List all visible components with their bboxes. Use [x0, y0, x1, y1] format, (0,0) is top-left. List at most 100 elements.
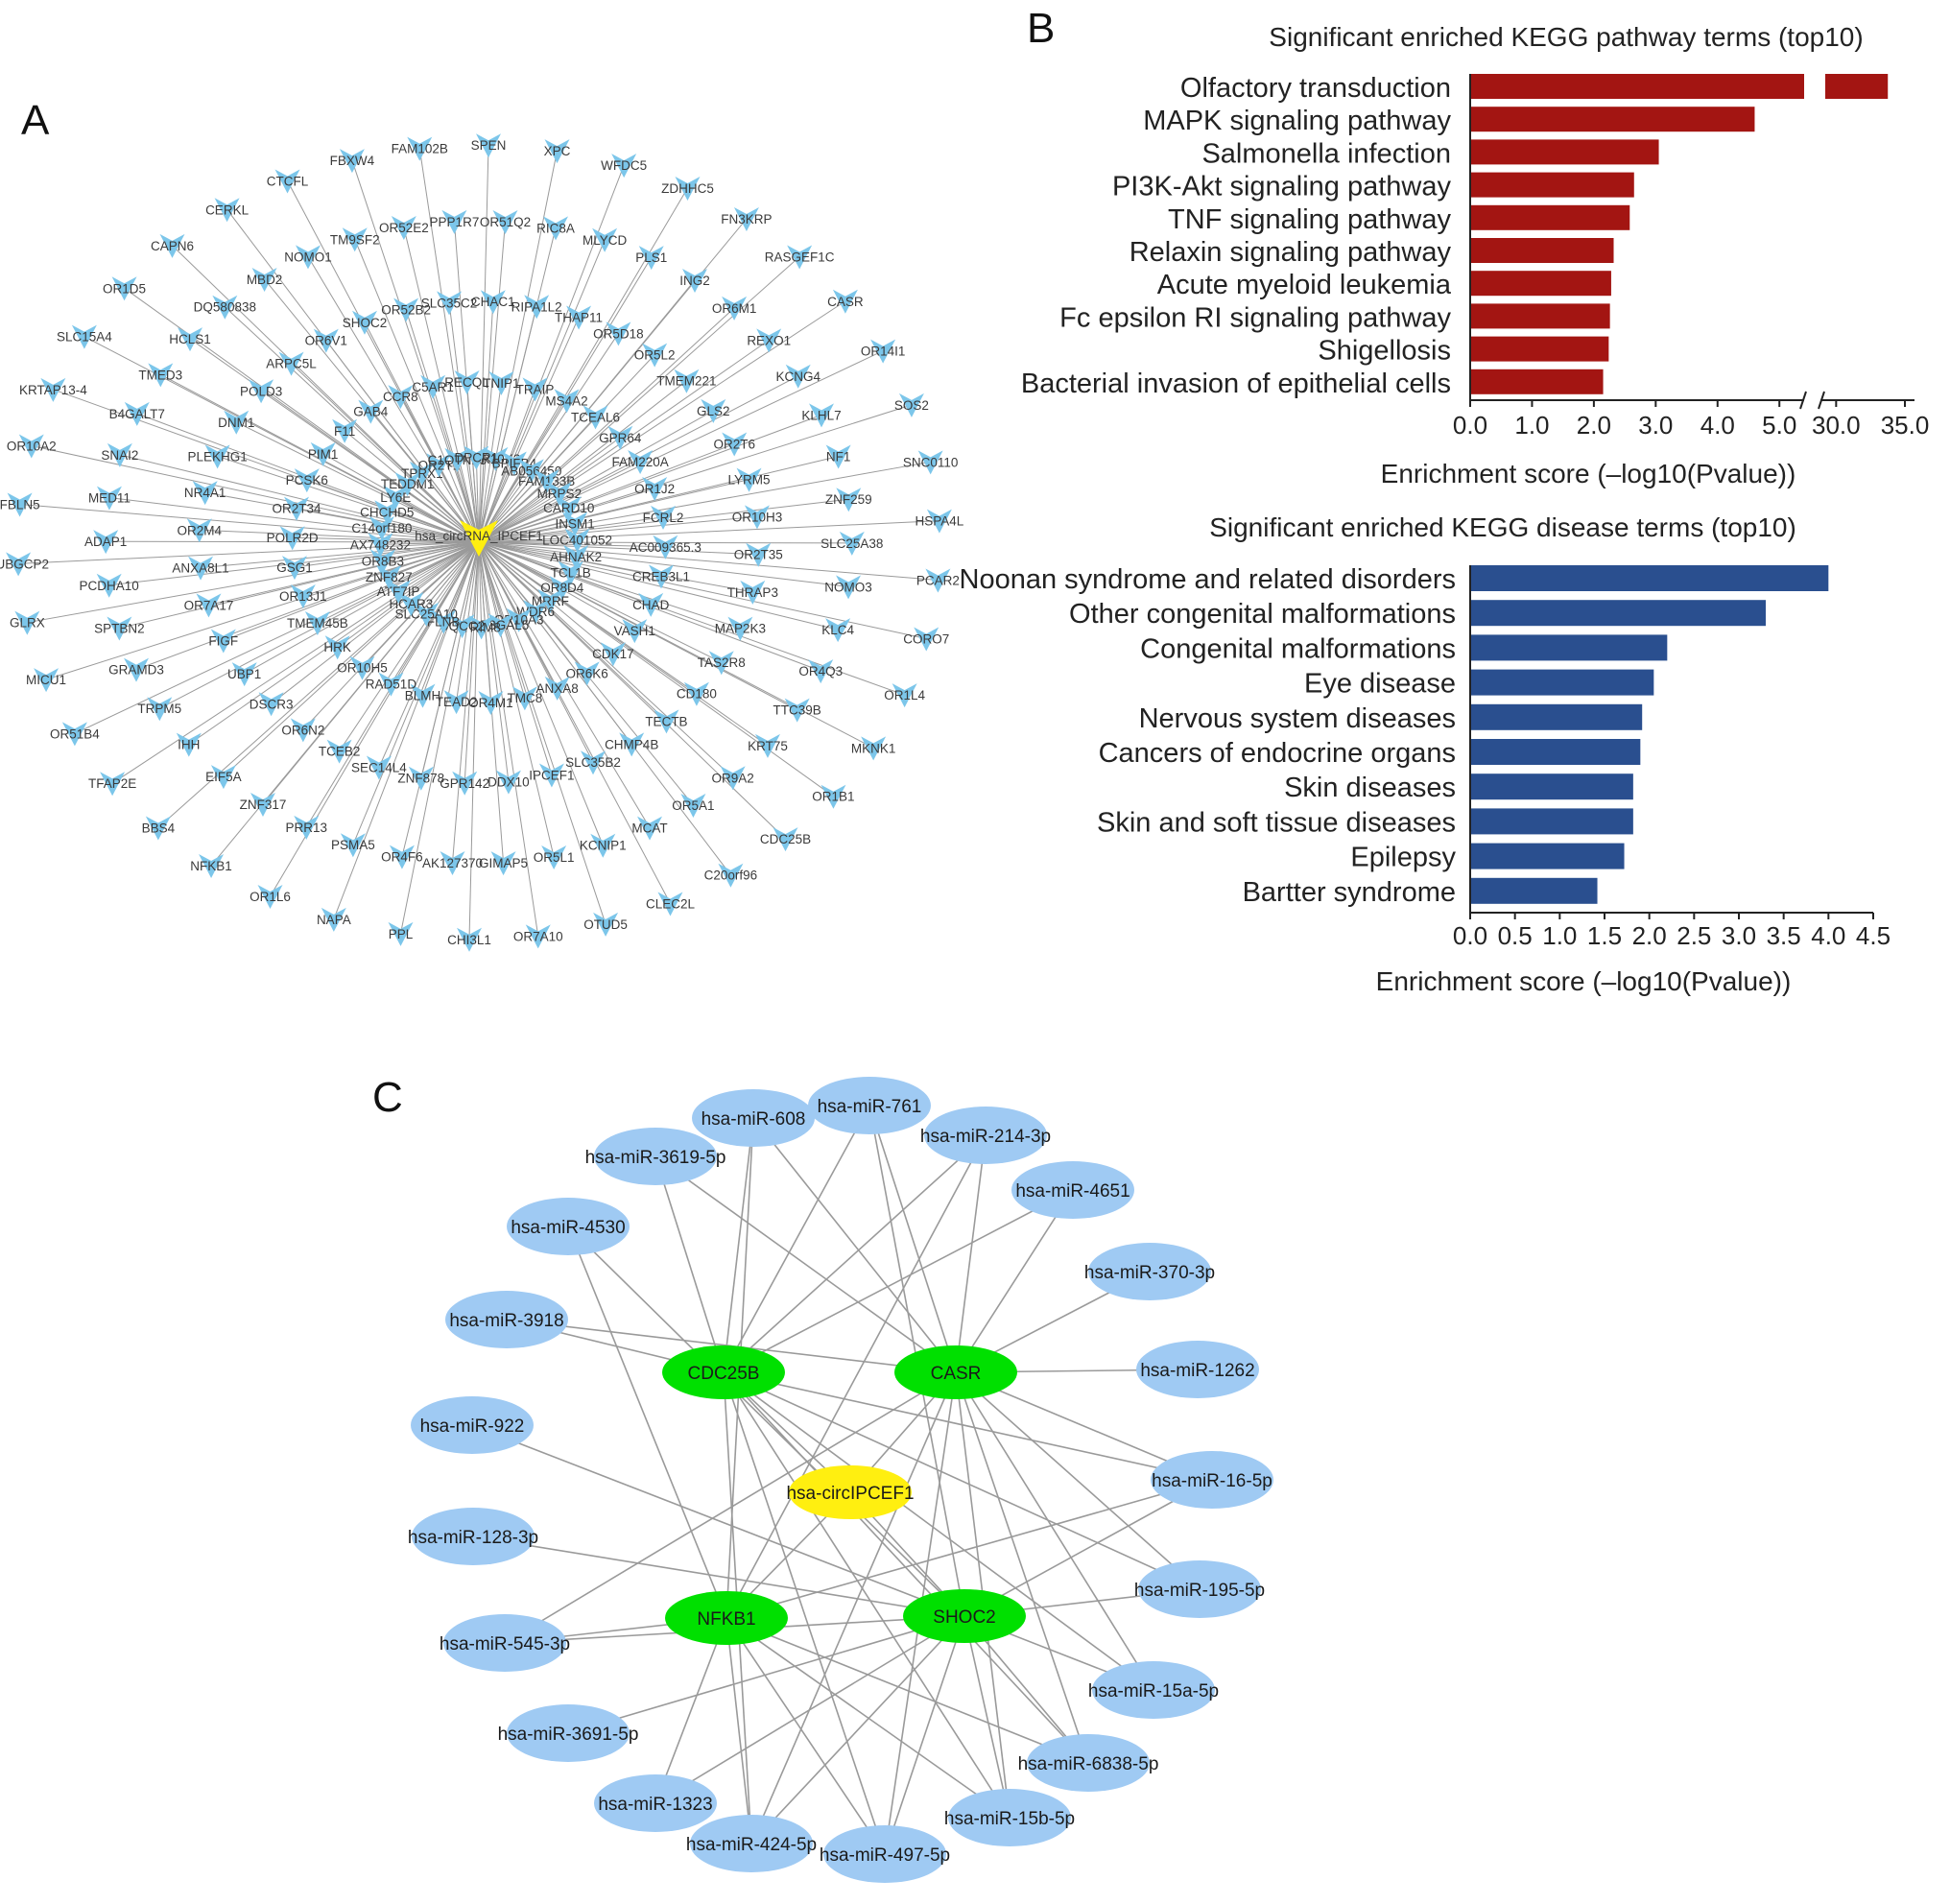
gene-node-label: PCSK6 — [286, 473, 328, 488]
gene-node-icon — [785, 364, 811, 389]
gene-node-label: OR10H5 — [337, 661, 388, 676]
mirna-node-label: hsa-miR-15a-5p — [1088, 1681, 1219, 1702]
bar — [1470, 774, 1633, 800]
gene-node-label: MBD2 — [247, 273, 283, 287]
gene-node-label: KCNIP1 — [580, 839, 627, 853]
mirna-node-label: hsa-miR-15b-5p — [944, 1809, 1075, 1829]
network-a-edge — [478, 333, 619, 543]
gene-node-label: AHNAK2 — [550, 550, 602, 564]
gene-node-icon — [281, 556, 307, 581]
gene-node-label: KLHL7 — [801, 408, 841, 422]
mirna-node-label: hsa-miR-370-3p — [1084, 1263, 1215, 1283]
mirna-node — [507, 1198, 630, 1255]
gene-node-label: OR5L2 — [634, 348, 676, 363]
mirna-node — [924, 1107, 1047, 1164]
bar — [1470, 843, 1625, 869]
gene-node-label: FIGF — [208, 633, 238, 648]
network-a-edge — [478, 301, 494, 543]
gene-node-label: GLRX — [10, 616, 45, 631]
gene-node-label: ZDHHC5 — [661, 181, 714, 196]
x-tick-label: 4.0 — [1700, 411, 1735, 440]
gene-node-icon — [611, 154, 637, 178]
gene-node-label: FBLN5 — [0, 497, 40, 512]
mirna-node — [1027, 1734, 1150, 1792]
gene-node-label: SHOC2 — [343, 316, 388, 330]
gene-node-icon — [290, 584, 316, 609]
network-c-edge — [750, 1371, 957, 1844]
gene-node-icon — [351, 310, 377, 335]
network-a-edge — [389, 541, 480, 578]
x-tick-label: 0.5 — [1498, 921, 1533, 950]
bars — [1470, 565, 1829, 904]
network-a-edge — [478, 300, 846, 543]
gene-node-icon — [249, 379, 274, 404]
gene-node-label: PPP1R7 — [430, 215, 480, 229]
network-a-edge — [478, 507, 569, 543]
network-a-edge — [478, 458, 496, 543]
gene-node-icon — [651, 505, 677, 530]
gene-node-icon — [374, 500, 400, 525]
gene-node-label: AX748232 — [350, 537, 411, 552]
gene-node-label: SOS2 — [894, 398, 929, 413]
network-a-edge — [31, 445, 480, 543]
x-axis-title: Enrichment score (–log10(Pvalue)) — [1376, 966, 1792, 996]
mirna-node — [808, 1077, 931, 1134]
gene-node-icon — [619, 732, 645, 757]
network-a-edge — [135, 541, 480, 671]
network-a-edge — [464, 541, 480, 783]
mirna-node-label: hsa-miR-3691-5p — [498, 1725, 639, 1745]
network-a-edge — [325, 340, 480, 543]
gene-node-label: PCDHA10 — [80, 579, 139, 593]
network-c-edge — [884, 1615, 965, 1855]
gene-node-label: SEC14L4 — [351, 761, 407, 775]
gene-node-label: KCNG4 — [775, 369, 820, 384]
gene-node-label: OR5L1 — [534, 850, 575, 865]
network-a-edge — [478, 515, 758, 543]
mirna-node-label: hsa-miR-608 — [702, 1109, 806, 1130]
network-a-edge — [478, 541, 551, 602]
gene-node-label: C20orf96 — [704, 869, 758, 883]
mirna-node — [594, 1128, 717, 1185]
gene-node-label: OTUD5 — [583, 917, 628, 932]
gene-node-icon — [592, 227, 618, 252]
gene-node — [894, 1345, 1017, 1399]
mirna-node-label: hsa-miR-424-5p — [686, 1835, 817, 1855]
gene-node-icon — [159, 233, 185, 258]
gene-node-icon — [210, 765, 236, 790]
gene-node-icon — [204, 444, 230, 469]
gene-node-label: OR8B3 — [362, 554, 404, 568]
gene-node-icon — [386, 579, 412, 604]
gene-node-icon — [538, 763, 564, 788]
gene-node-icon — [464, 445, 489, 470]
category-label: Fc epsilon RI signaling pathway — [1059, 302, 1451, 333]
gene-node-icon — [675, 176, 701, 201]
network-c-edge — [725, 1479, 1213, 1619]
bar — [1470, 565, 1829, 591]
gene-node-icon — [832, 289, 858, 314]
mirna-node-label: hsa-miR-214-3p — [920, 1127, 1051, 1147]
gene-node-label: TCEB2 — [319, 745, 361, 759]
network-a-edge — [339, 541, 480, 751]
mirna-node — [594, 1774, 717, 1832]
kegg-pathway-chart: Significant enriched KEGG pathway terms … — [1021, 22, 1929, 488]
gene-node-icon — [546, 482, 572, 507]
network-a-edge — [478, 541, 666, 548]
gene-node-label: OR7A17 — [184, 598, 234, 612]
network-a-edge — [74, 541, 480, 734]
gene-node-icon — [740, 580, 766, 605]
circrna-node-label: hsa-circIPCEF1 — [786, 1484, 914, 1504]
gene-node-icon — [178, 327, 203, 352]
gene-node-label: SLC35B2 — [565, 755, 621, 770]
network-a-edge — [111, 541, 480, 784]
gene-node-icon — [199, 854, 225, 879]
gene-node-label: NOMO3 — [824, 580, 872, 594]
bar — [1470, 238, 1614, 263]
mirna-node-label: hsa-miR-128-3p — [408, 1528, 538, 1548]
gene-node-label: ZNF878 — [397, 772, 444, 786]
gene-node-icon — [563, 545, 589, 570]
gene-node-icon — [378, 672, 404, 697]
gene-node-icon — [825, 444, 851, 469]
gene-node-label: TAS2R8 — [698, 655, 746, 670]
network-c-edge — [567, 1226, 965, 1617]
